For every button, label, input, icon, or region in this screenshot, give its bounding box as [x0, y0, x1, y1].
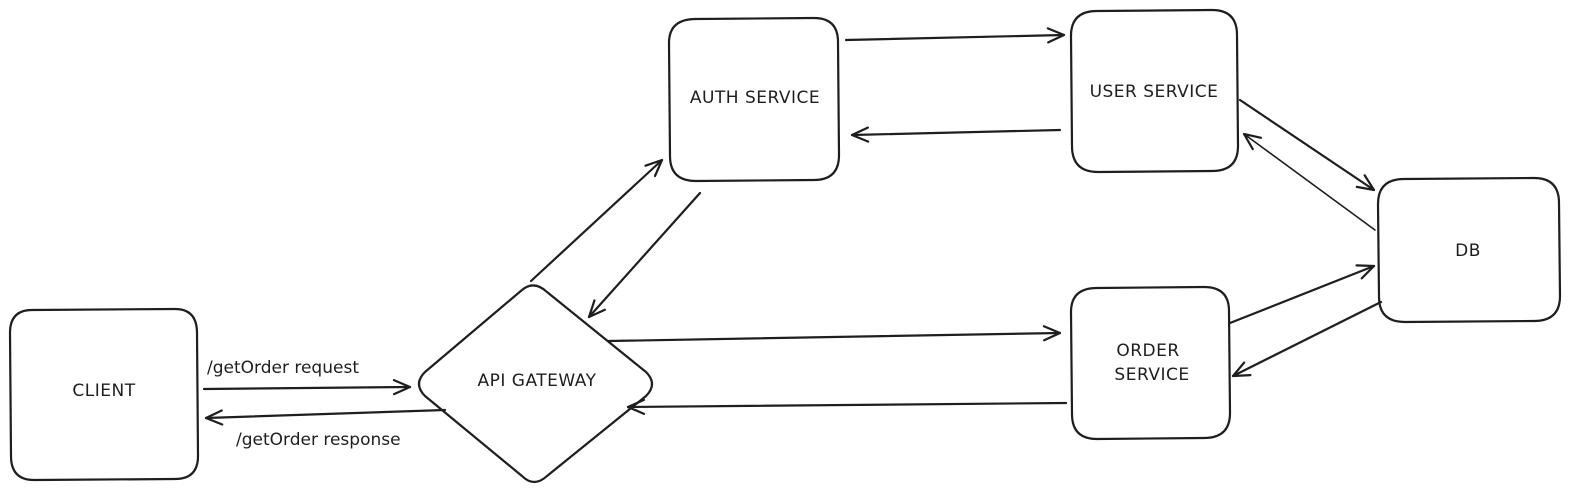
- order-service-label-line1: ORDER: [1116, 341, 1179, 361]
- user-service-node[interactable]: USER SERVICE: [1069, 8, 1240, 174]
- getorder-request-label: /getOrder request: [207, 358, 359, 378]
- auth-service-node[interactable]: AUTH SERVICE: [667, 16, 841, 183]
- user-service-label: USER SERVICE: [1090, 82, 1219, 102]
- db-node[interactable]: DB: [1376, 176, 1562, 324]
- edge-user-to-auth: [850, 126, 1062, 143]
- edge-user-to-db: [1238, 98, 1376, 192]
- api-gateway-label: API GATEWAY: [478, 371, 597, 391]
- edge-db-to-order: [1231, 300, 1383, 378]
- order-service-node[interactable]: ORDER SERVICE: [1069, 285, 1232, 441]
- edge-auth-to-user: [844, 27, 1066, 44]
- api-gateway-node[interactable]: API GATEWAY: [417, 284, 654, 484]
- edge-client-to-gateway: [202, 379, 412, 396]
- edge-order-to-gateway: [626, 398, 1068, 415]
- client-label: CLIENT: [72, 381, 135, 401]
- getorder-response-label: /getOrder response: [236, 430, 401, 450]
- edge-db-to-user: [1242, 132, 1376, 231]
- db-label: DB: [1455, 241, 1481, 261]
- edge-gateway-to-client: [204, 408, 447, 426]
- edge-gateway-to-auth: [529, 158, 664, 283]
- order-service-label-line2: SERVICE: [1114, 365, 1189, 385]
- auth-service-label: AUTH SERVICE: [690, 88, 820, 108]
- edge-gateway-to-order: [607, 325, 1062, 343]
- edge-auth-to-gateway: [587, 191, 702, 319]
- edge-order-to-db: [1228, 264, 1376, 325]
- client-node[interactable]: CLIENT: [8, 307, 200, 482]
